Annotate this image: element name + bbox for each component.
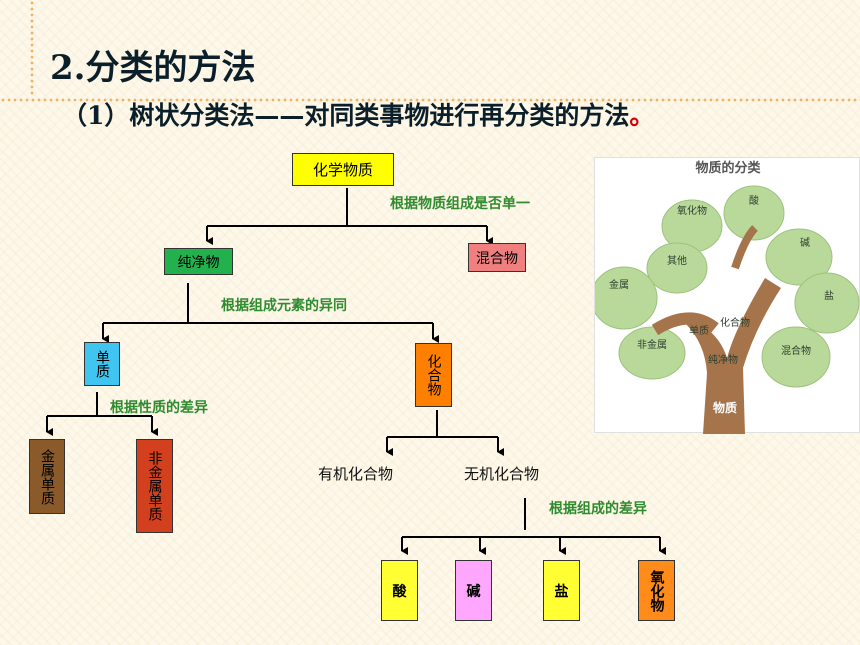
tree-heading: 物质的分类 — [695, 160, 761, 176]
node-base: 碱 — [455, 560, 492, 621]
slide-subtitle: （1）树状分类法——对同类事物进行再分类的方法。 — [62, 96, 654, 132]
node-nonmetal-label: 非金属单质 — [146, 451, 163, 521]
criterion-composition-diff: 根据组成的差异 — [549, 501, 647, 517]
classification-tree-illustration: 物质的分类 氧化物 酸 碱 其他 盐 金属 非金属 混合物 单质 化合物 纯净物… — [590, 157, 860, 434]
tree-leaf-nonmetal: 非金属 — [637, 338, 667, 351]
subtitle-period: 。 — [629, 101, 655, 130]
tree-leaf-metal: 金属 — [609, 278, 629, 291]
node-pure-label: 纯净物 — [177, 254, 220, 271]
tree-trunk-compound: 化合物 — [720, 316, 750, 329]
tree-leaf-other: 其他 — [667, 254, 687, 267]
criterion-properties: 根据性质的差异 — [110, 400, 208, 416]
node-inorganic: 无机化合物 — [464, 465, 540, 483]
tree-leaf-acid: 酸 — [749, 194, 759, 207]
node-element: 单质 — [84, 342, 120, 386]
node-acid-label: 酸 — [392, 583, 407, 600]
node-metal: 金属单质 — [29, 439, 65, 514]
node-root: 化学物质 — [292, 153, 394, 186]
criterion-composition: 根据物质组成是否单一 — [390, 196, 530, 212]
tree-leaf-oxide: 氧化物 — [677, 204, 707, 217]
node-pure: 纯净物 — [164, 248, 233, 275]
decor-dots-horizontal — [0, 98, 860, 102]
tree-trunk-pure: 纯净物 — [708, 353, 738, 366]
tree-trunk-substance: 物质 — [713, 400, 737, 415]
node-metal-label: 金属单质 — [39, 448, 55, 505]
node-salt: 盐 — [543, 560, 580, 621]
node-root-label: 化学物质 — [312, 161, 373, 179]
node-salt-label: 盐 — [554, 583, 569, 600]
slide-title: 2.分类的方法 — [50, 48, 256, 88]
tree-leaf-salt: 盐 — [824, 289, 834, 302]
node-nonmetal: 非金属单质 — [136, 439, 173, 533]
decor-dots-vertical — [30, 0, 34, 96]
subtitle-text: （1）树状分类法——对同类事物进行再分类的方法 — [62, 101, 630, 130]
node-mixture: 混合物 — [468, 243, 526, 272]
node-organic: 有机化合物 — [318, 465, 394, 483]
node-element-label: 单质 — [94, 350, 110, 378]
node-mixture-label: 混合物 — [476, 250, 518, 267]
tree-leaf-base: 碱 — [800, 237, 810, 249]
node-compound-label: 化合物 — [425, 354, 442, 396]
node-compound: 化合物 — [415, 343, 452, 407]
tree-drawing: 物质的分类 氧化物 酸 碱 其他 盐 金属 非金属 混合物 单质 化合物 纯净物… — [590, 160, 860, 434]
node-oxide: 氧化物 — [638, 560, 675, 621]
tree-leaf-mixture: 混合物 — [781, 344, 811, 357]
node-acid: 酸 — [381, 560, 418, 621]
criterion-elements: 根据组成元素的异同 — [221, 298, 347, 314]
node-oxide-label: 氧化物 — [648, 569, 665, 612]
node-base-label: 碱 — [466, 583, 481, 600]
tree-trunk-element: 单质 — [689, 325, 709, 337]
